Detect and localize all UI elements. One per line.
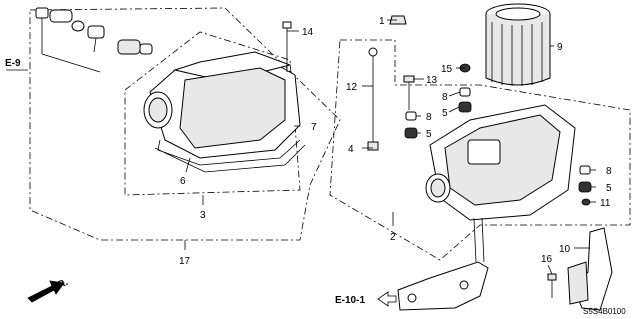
reference-e9: E-9 [5, 58, 21, 69]
callout-13: 13 [426, 75, 438, 86]
callout-7: 7 [311, 122, 317, 133]
front-label: FR. [51, 277, 70, 294]
callout-8c: 8 [606, 166, 612, 177]
callout-5c: 5 [606, 183, 612, 194]
callout-16: 16 [541, 254, 553, 265]
group-outline-17 [29, 7, 341, 241]
fasteners [403, 63, 592, 206]
front-arrow-icon [27, 280, 65, 303]
upper-housing [143, 51, 306, 173]
reference-e10-1: E-10-1 [335, 295, 365, 306]
callout-3: 3 [200, 210, 206, 221]
callout-8a: 8 [442, 92, 448, 103]
arrow-left-icon [377, 291, 397, 307]
callout-11: 11 [600, 198, 611, 209]
callout-5a: 5 [442, 108, 448, 119]
lower-case [425, 104, 576, 263]
intake-hose-parts [35, 7, 153, 73]
callout-4: 4 [348, 144, 354, 155]
leader-lines [184, 19, 596, 275]
callout-12: 12 [346, 82, 358, 93]
diagram-code: S5S4B0100 [583, 307, 626, 316]
callout-2: 2 [390, 232, 396, 243]
callout-6: 6 [180, 176, 186, 187]
lower-bracket [397, 261, 489, 311]
group-outline-2 [329, 39, 631, 261]
side-bracket [547, 227, 613, 311]
callout-15: 15 [441, 64, 453, 75]
callout-17: 17 [179, 256, 191, 267]
callout-14: 14 [302, 27, 314, 38]
callout-9: 9 [557, 42, 563, 53]
group-outline-3 [124, 31, 301, 196]
callout-1: 1 [379, 16, 385, 27]
filter-element [485, 3, 551, 86]
stud-bolt [282, 15, 407, 151]
callout-8b: 8 [426, 112, 432, 123]
callout-5b: 5 [426, 129, 432, 140]
callout-10: 10 [559, 244, 571, 255]
